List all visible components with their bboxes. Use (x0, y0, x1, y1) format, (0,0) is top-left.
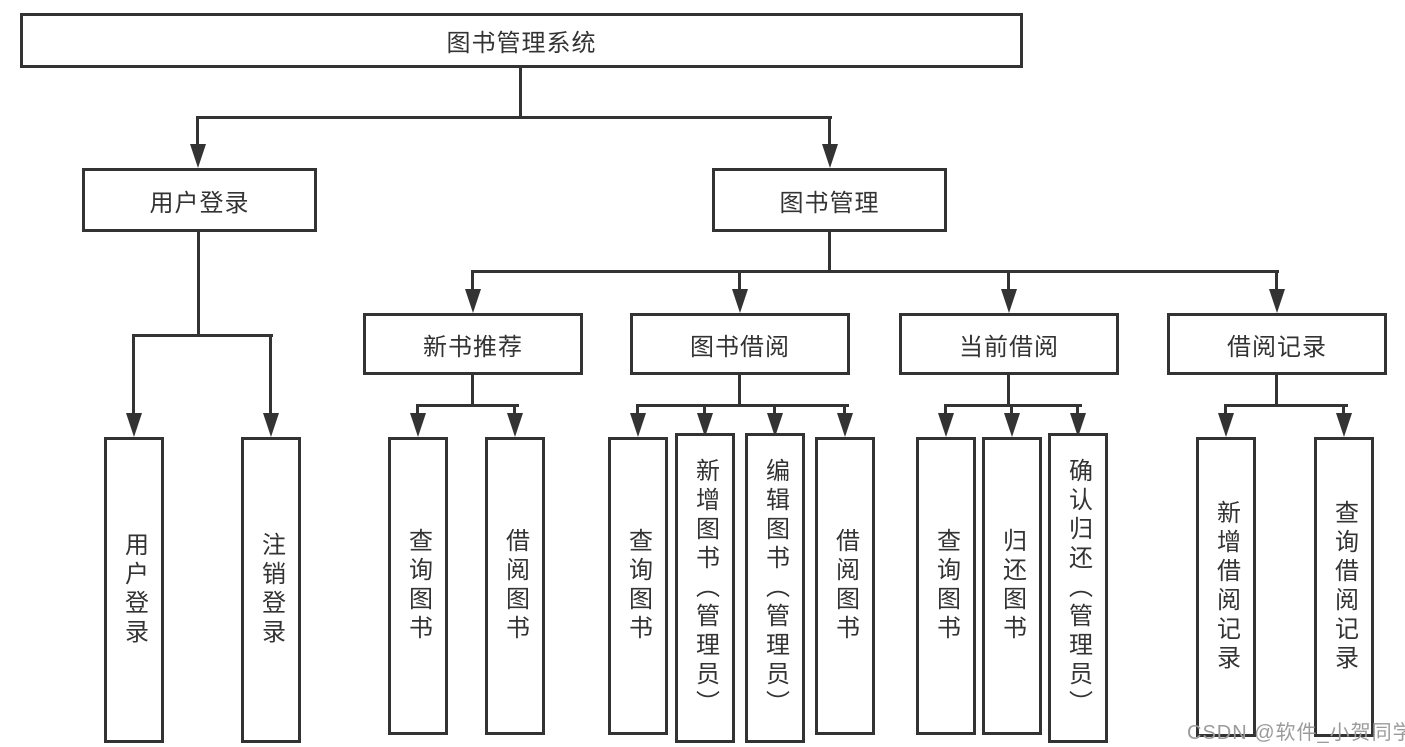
connector-book-borrow-crossbar (636, 404, 849, 407)
node-borrow-records-label: 借阅记录 (1227, 333, 1327, 361)
connector-new-book-crossbar (416, 404, 519, 407)
connector-user-login-crossbar (132, 334, 273, 337)
connector-borrow-records-stem (1275, 375, 1278, 406)
leaf-user-login: 用户登录 (104, 437, 164, 743)
node-root-label: 图书管理系统 (446, 30, 597, 57)
node-new-book-recommend: 新书推荐 (363, 313, 583, 375)
leaf-user-login-label: 用户登录 (120, 532, 148, 648)
connector-level2-crossbar (471, 270, 1279, 273)
leaf-borrow-books-1: 借阅图书 (485, 437, 545, 735)
leaf-add-books-admin-label: 新增图书（管理员） (691, 457, 719, 719)
leaf-confirm-return-admin: 确认归还（管理员） (1048, 433, 1108, 743)
connector-leaf-drop (944, 406, 947, 416)
connector-to-user-login (196, 118, 199, 148)
arrow-down-icon (1070, 413, 1086, 437)
arrow-down-icon (1336, 413, 1352, 437)
arrow-down-icon (263, 413, 279, 437)
connector-book-borrow-stem (738, 375, 741, 406)
arrow-down-icon (732, 289, 748, 313)
leaf-borrow-books-2: 借阅图书 (815, 437, 875, 735)
arrow-down-icon (1218, 413, 1234, 437)
connector-current-borrow-crossbar (944, 404, 1082, 407)
connector-leaf-drop (1342, 406, 1345, 416)
arrow-down-icon (837, 413, 853, 437)
leaf-query-books-3-label: 查询图书 (932, 528, 960, 644)
connector-leaf-drop (513, 406, 516, 416)
arrow-down-icon (822, 144, 838, 168)
leaf-add-borrow-record: 新增借阅记录 (1196, 437, 1256, 737)
arrow-down-icon (767, 413, 783, 437)
connector-borrow-records-crossbar (1224, 404, 1348, 407)
node-book-management-label: 图书管理 (779, 189, 880, 217)
arrow-down-icon (190, 144, 206, 168)
node-current-borrow: 当前借阅 (899, 313, 1119, 375)
leaf-edit-books-admin: 编辑图书（管理员） (745, 433, 805, 743)
connector-leaf-drop (1224, 406, 1227, 416)
leaf-query-books-2-label: 查询图书 (624, 528, 652, 644)
connector-book-management-stem (828, 232, 831, 272)
leaf-query-borrow-record-label: 查询借阅记录 (1330, 500, 1358, 674)
node-root: 图书管理系统 (20, 13, 1023, 68)
connector-to-logout-leaf (269, 336, 272, 416)
leaf-query-books-1-label: 查询图书 (404, 528, 432, 644)
connector-leaf-drop (416, 406, 419, 416)
connector-leaf-drop (636, 406, 639, 416)
arrow-down-icon (1269, 289, 1285, 313)
connector-to-book-management (828, 118, 831, 148)
connector-current-borrow-stem (1007, 375, 1010, 406)
connector-to-book-borrow (738, 272, 741, 292)
arrow-down-icon (126, 413, 142, 437)
connector-user-login-stem (197, 232, 200, 336)
connector-leaf-drop (1076, 406, 1079, 416)
arrow-down-icon (1004, 413, 1020, 437)
arrow-down-icon (410, 413, 426, 437)
arrow-down-icon (465, 289, 481, 313)
arrow-down-icon (630, 413, 646, 437)
leaf-return-books-label: 归还图书 (998, 528, 1026, 644)
leaf-add-books-admin: 新增图书（管理员） (675, 433, 735, 743)
node-book-borrow-label: 图书借阅 (690, 333, 790, 361)
connector-to-borrow-records (1275, 272, 1278, 292)
node-borrow-records: 借阅记录 (1167, 313, 1387, 375)
connector-to-login-leaf (132, 336, 135, 416)
leaf-confirm-return-admin-label: 确认归还（管理员） (1064, 457, 1092, 719)
leaf-return-books: 归还图书 (982, 437, 1042, 735)
leaf-edit-books-admin-label: 编辑图书（管理员） (761, 457, 789, 719)
leaf-logout-label: 注销登录 (257, 532, 285, 648)
leaf-borrow-books-2-label: 借阅图书 (831, 528, 859, 644)
leaf-borrow-books-1-label: 借阅图书 (501, 528, 529, 644)
connector-leaf-drop (1010, 406, 1013, 416)
leaf-query-books-3: 查询图书 (916, 437, 976, 735)
arrow-down-icon (507, 413, 523, 437)
connector-root-crossbar (196, 116, 832, 119)
node-book-borrow: 图书借阅 (630, 313, 850, 375)
leaf-query-borrow-record: 查询借阅记录 (1314, 437, 1374, 737)
arrow-down-icon (697, 413, 713, 437)
node-current-borrow-label: 当前借阅 (959, 333, 1059, 361)
connector-to-new-book (471, 272, 474, 292)
leaf-logout: 注销登录 (241, 437, 301, 743)
leaf-add-borrow-record-label: 新增借阅记录 (1212, 500, 1240, 674)
node-book-management: 图书管理 (712, 168, 947, 232)
connector-leaf-drop (703, 406, 706, 416)
connector-leaf-drop (773, 406, 776, 416)
connector-leaf-drop (843, 406, 846, 416)
node-user-login: 用户登录 (82, 168, 317, 232)
connector-root-stem (519, 68, 522, 118)
arrow-down-icon (1001, 289, 1017, 313)
leaf-query-books-2: 查询图书 (608, 437, 668, 735)
connector-to-current-borrow (1007, 272, 1010, 292)
node-user-login-label: 用户登录 (149, 189, 250, 217)
arrow-down-icon (938, 413, 954, 437)
leaf-query-books-1: 查询图书 (388, 437, 448, 735)
csdn-watermark: CSDN @软件_小贺同学 (1187, 722, 1405, 744)
connector-new-book-stem (471, 375, 474, 406)
node-new-book-recommend-label: 新书推荐 (423, 333, 523, 361)
